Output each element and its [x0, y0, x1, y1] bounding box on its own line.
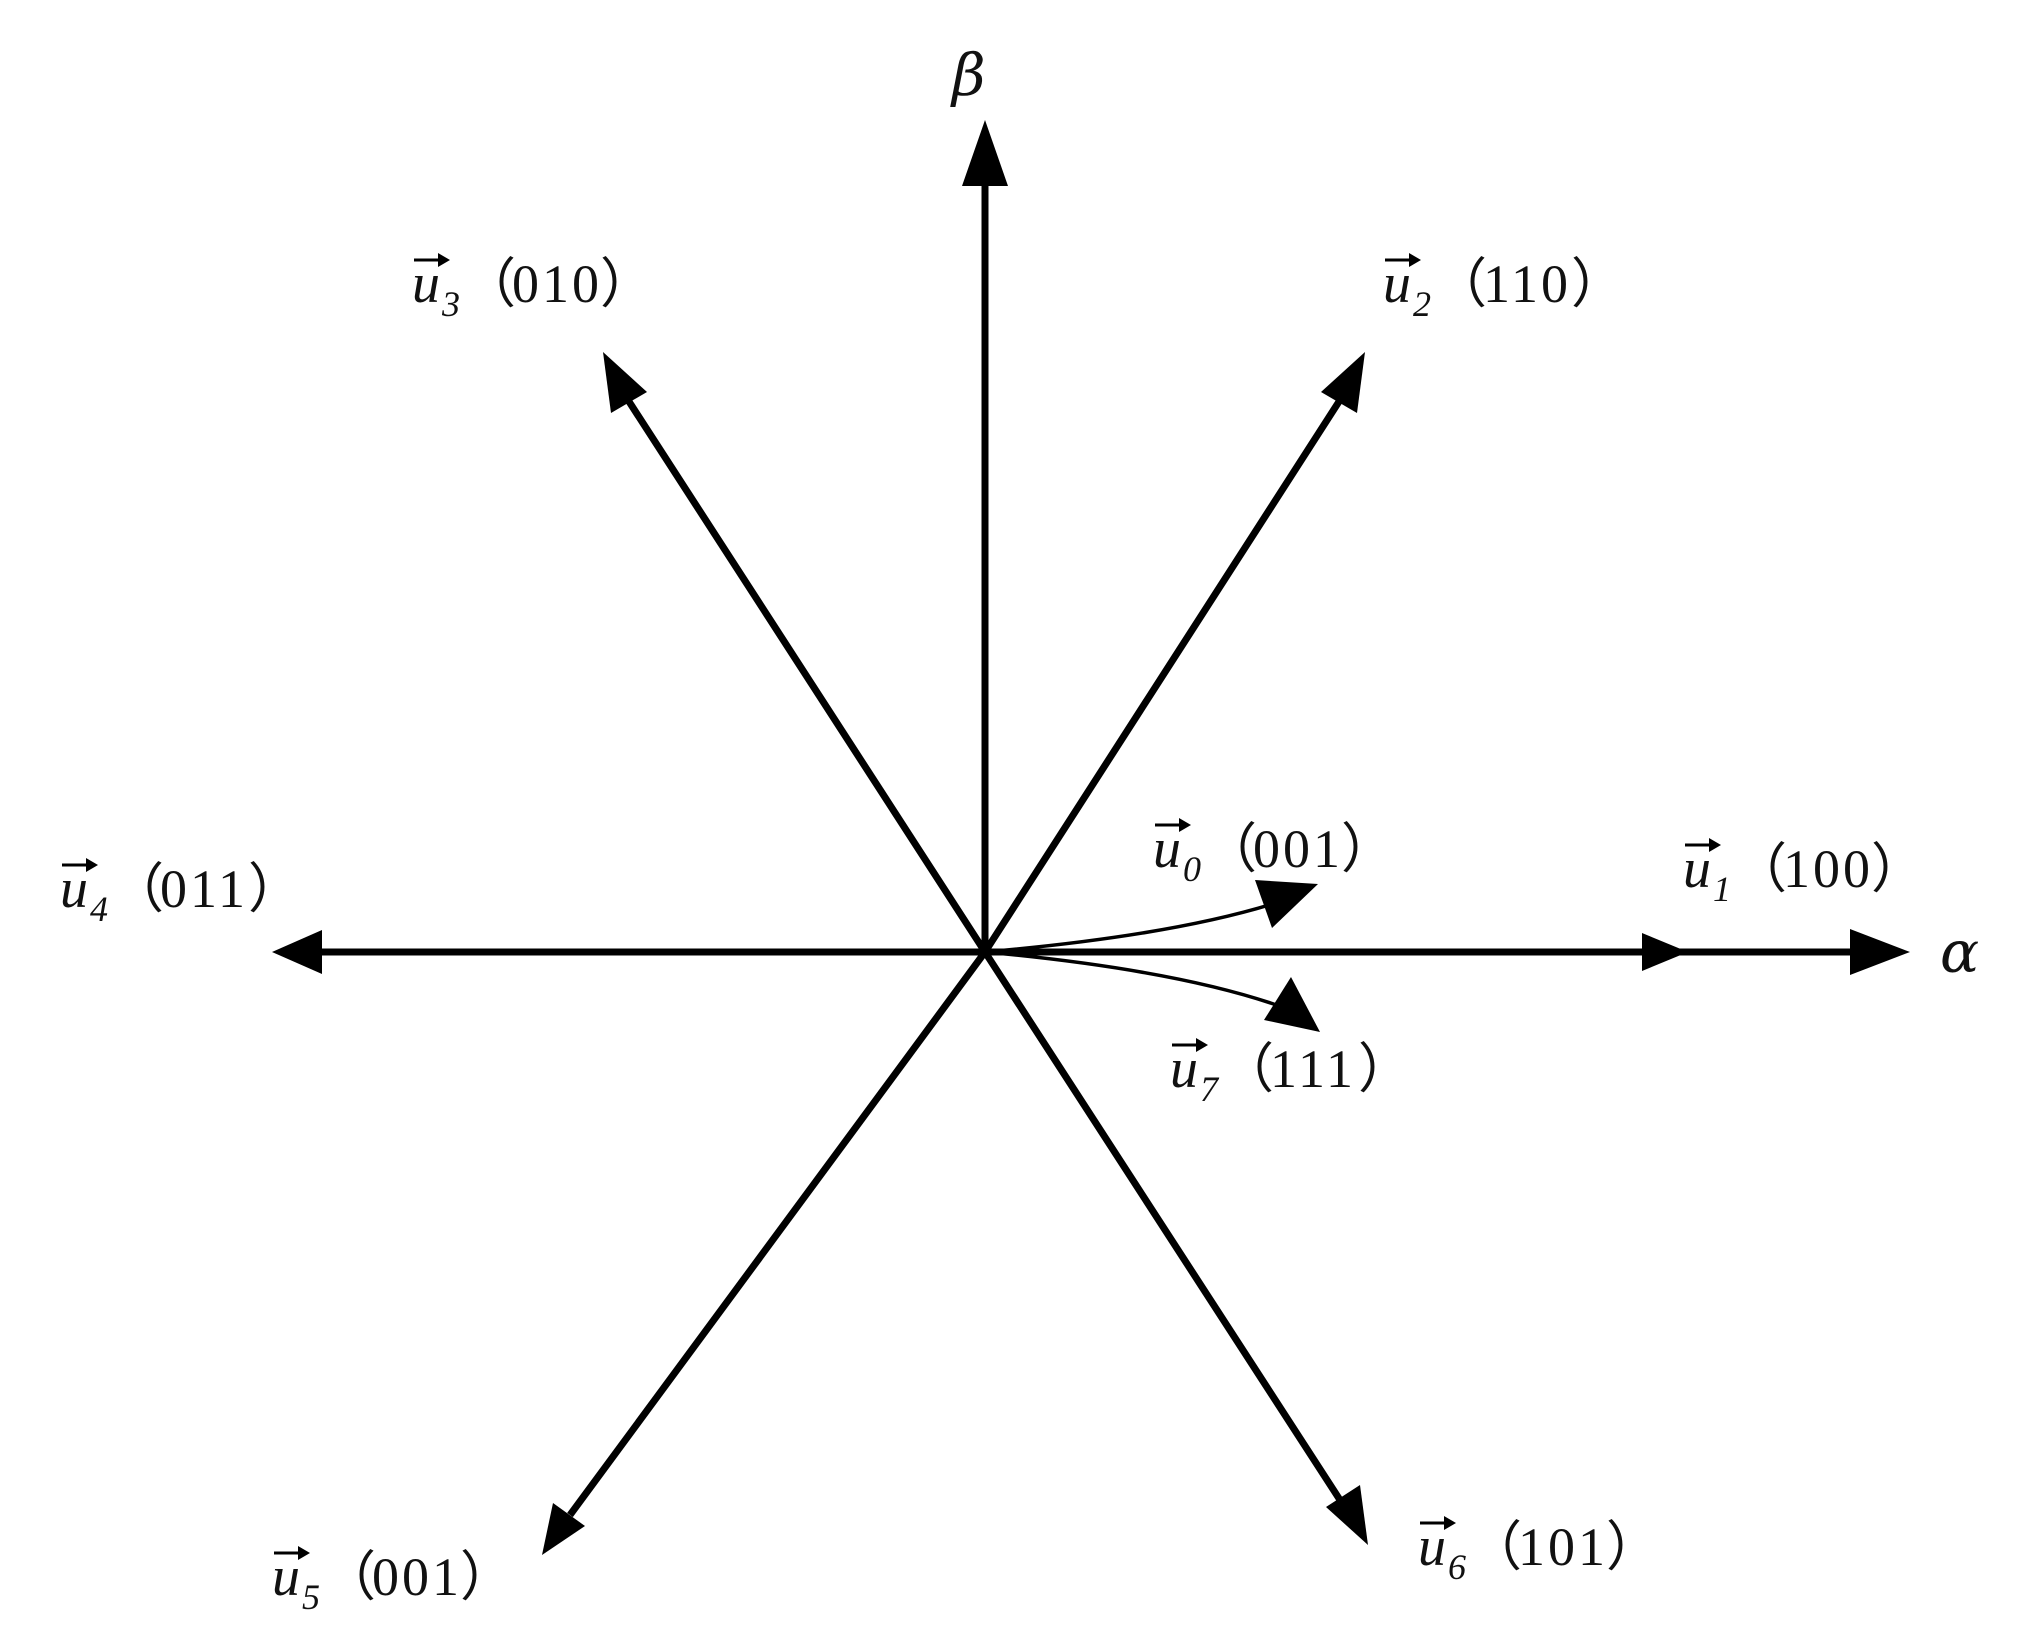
- u4-vector-arrowhead: [272, 930, 322, 974]
- vector-subscript: 0: [1183, 849, 1201, 889]
- vector-overarrow-head-icon: [1409, 253, 1421, 267]
- open-paren: （: [1733, 839, 1787, 899]
- vector-subscript: 5: [302, 1577, 320, 1617]
- vector-symbol: u: [1383, 253, 1411, 315]
- axes: [962, 120, 1910, 975]
- vector-overarrow-head-icon: [1179, 818, 1191, 832]
- zero-vectors: [984, 880, 1320, 1032]
- u7-vector: [984, 950, 1286, 1010]
- u2-vector-arrowhead: [1321, 352, 1365, 413]
- alpha-axis-arrowhead: [1850, 929, 1910, 975]
- close-paren: ）: [460, 1547, 514, 1607]
- u5-vector: [567, 949, 988, 1518]
- vector-overarrow-head-icon: [438, 253, 450, 267]
- switching-state-code: 001: [372, 1547, 462, 1607]
- switching-state-code: 110: [1483, 254, 1571, 314]
- switching-state-code: 010: [512, 254, 602, 314]
- vector-symbol: u: [1418, 1516, 1446, 1578]
- close-paren: ）: [1341, 819, 1395, 879]
- vector-overarrow-head-icon: [1444, 1516, 1456, 1530]
- vector-overarrow-head-icon: [86, 858, 98, 872]
- u7-vector-arrowhead: [1264, 977, 1320, 1032]
- u5-vector-arrowhead: [542, 1503, 585, 1555]
- u3-vector-arrowhead: [603, 352, 647, 413]
- switching-state-code: 101: [1518, 1517, 1608, 1577]
- close-paren: ）: [1358, 1039, 1412, 1099]
- close-paren: ）: [600, 254, 654, 314]
- vector-symbol: u: [1170, 1038, 1198, 1100]
- open-paren: （: [462, 254, 516, 314]
- vector-subscript: 2: [1413, 284, 1431, 324]
- vector-overarrow-head-icon: [298, 1546, 310, 1560]
- open-paren: （: [1433, 254, 1487, 314]
- switching-state-code: 100: [1783, 839, 1873, 899]
- open-paren: （: [1220, 1039, 1274, 1099]
- open-paren: （: [1468, 1517, 1522, 1577]
- u0-vector: [984, 898, 1286, 954]
- vector-symbol: u: [272, 1546, 300, 1608]
- alpha-axis-label: α: [1940, 918, 1979, 986]
- open-paren: （: [1203, 819, 1257, 879]
- close-paren: ）: [1871, 839, 1925, 899]
- switching-state-code: 011: [160, 859, 248, 919]
- u3-vector: [625, 398, 988, 954]
- beta-axis-label: β: [950, 41, 986, 109]
- vector-symbol: u: [1153, 818, 1181, 880]
- switching-state-code: 001: [1253, 819, 1343, 879]
- u0-vector-arrowhead: [1255, 880, 1318, 928]
- u6-vector-arrowhead: [1326, 1485, 1368, 1545]
- u6-vector: [982, 950, 1343, 1502]
- close-paren: ）: [1571, 254, 1625, 314]
- close-paren: ）: [248, 859, 302, 919]
- beta-axis-arrowhead: [962, 120, 1008, 186]
- vector-symbol: u: [1683, 838, 1711, 900]
- vector-subscript: 3: [441, 284, 460, 324]
- vector-symbol: u: [412, 253, 440, 315]
- u2-vector: [982, 398, 1343, 954]
- open-paren: （: [322, 1547, 376, 1607]
- vector-subscript: 7: [1200, 1069, 1220, 1109]
- active-vectors: [272, 352, 1688, 1555]
- vector-subscript: 1: [1713, 869, 1731, 909]
- u1-vector-arrowhead: [1642, 933, 1688, 971]
- vector-overarrow-head-icon: [1709, 838, 1721, 852]
- switching-state-code: 111: [1270, 1039, 1356, 1099]
- vector-symbol: u: [60, 858, 88, 920]
- vector-overarrow-head-icon: [1196, 1038, 1208, 1052]
- open-paren: （: [110, 859, 164, 919]
- vector-subscript: 6: [1448, 1547, 1466, 1587]
- vector-subscript: 4: [90, 889, 108, 929]
- close-paren: ）: [1606, 1517, 1660, 1577]
